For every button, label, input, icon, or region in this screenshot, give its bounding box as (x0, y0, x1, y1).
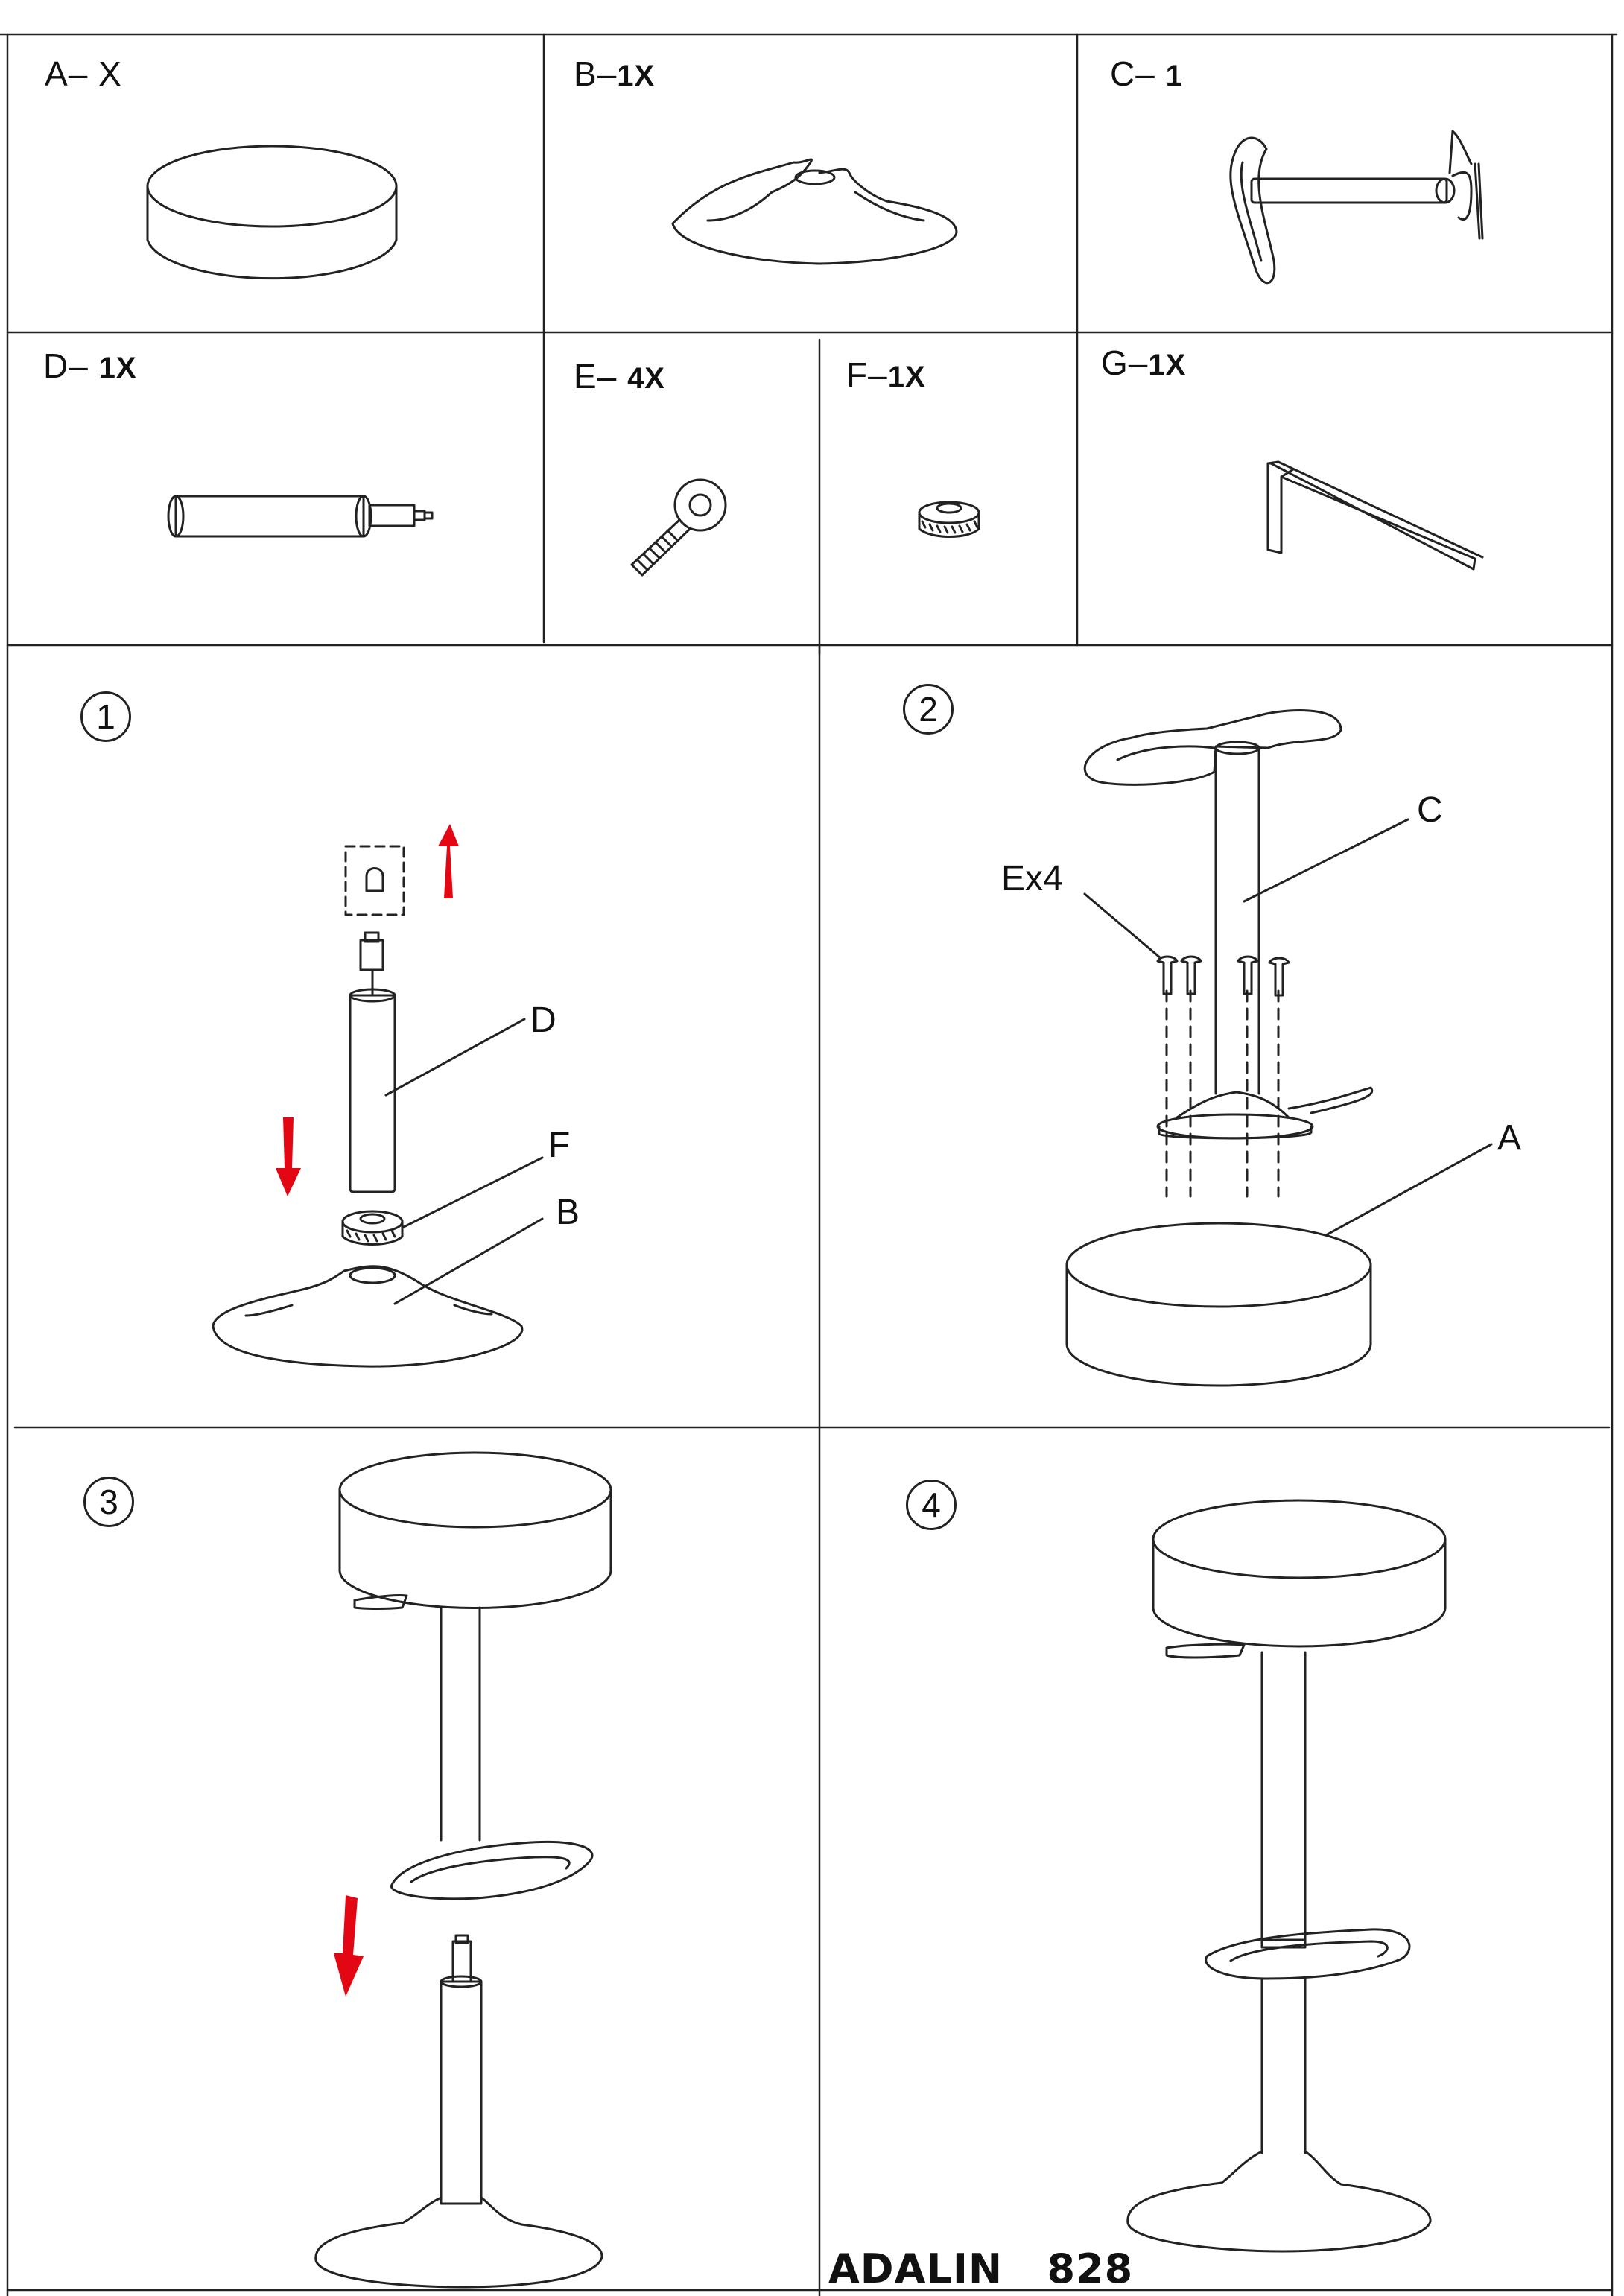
part-a-seat-illustration (146, 145, 398, 280)
step-2-badge: 2 (903, 684, 954, 735)
step1-callout-d: D (530, 1000, 556, 1040)
part-b-label: B–1X (574, 54, 655, 94)
part-f-sep: – (868, 355, 888, 394)
part-a-sep: – (68, 54, 89, 93)
part-f-letter: F (846, 355, 869, 394)
part-e-sep: – (597, 357, 618, 396)
step1-illustration (212, 845, 544, 1368)
step3-arrow (334, 1895, 364, 1997)
part-c-column-illustration (1229, 130, 1484, 285)
part-g-letter: G (1101, 343, 1129, 382)
part-c-letter: C (1110, 54, 1136, 93)
part-e-qty: 4X (627, 362, 665, 395)
part-d-gaslift-illustration (167, 495, 434, 538)
part-b-qty: 1X (617, 60, 656, 92)
part-a-letter: A (45, 54, 69, 93)
part-d-label: D– 1X (43, 346, 137, 386)
step1-callout-f: F (548, 1126, 571, 1165)
part-d-qty: 1X (98, 352, 137, 384)
part-d-letter: D (43, 346, 69, 385)
part-a-qty: X (98, 54, 122, 93)
step2-screws (1156, 955, 1290, 997)
step2-callout-e: Ex4 (1001, 859, 1063, 898)
part-a-label: A– X (45, 54, 122, 94)
step-3-badge: 3 (83, 1477, 134, 1527)
part-f-label: F–1X (846, 355, 926, 395)
part-b-sep: – (597, 54, 618, 93)
part-e-letter: E (574, 357, 597, 396)
step-1-badge: 1 (80, 691, 131, 742)
part-f-nut-illustration (918, 501, 980, 538)
part-g-hexkey-illustration (1266, 460, 1484, 571)
step1-callout-b: B (556, 1193, 580, 1232)
part-b-base-illustration (671, 158, 958, 265)
part-d-sep: – (69, 346, 89, 385)
part-g-label: G–1X (1101, 343, 1186, 383)
part-f-qty: 1X (887, 361, 926, 393)
model-name: ADALIN 828 (828, 2245, 1134, 2292)
part-b-letter: B (574, 54, 597, 93)
part-c-label: C– 1 (1110, 54, 1183, 94)
part-g-qty: 1X (1148, 349, 1187, 381)
part-g-sep: – (1128, 343, 1149, 382)
step1-arrows (276, 824, 459, 1196)
step2-illustration (1065, 708, 1493, 1387)
grid-lines (0, 33, 1618, 2296)
step-4-badge: 4 (906, 1480, 957, 1530)
step2-callout-a: A (1497, 1118, 1522, 1158)
part-c-qty: 1 (1165, 60, 1183, 92)
part-c-sep: – (1135, 54, 1155, 93)
part-e-bolt-illustration (630, 478, 727, 577)
step3-illustration (314, 1451, 612, 2289)
step2-callout-c: C (1417, 790, 1443, 830)
step4-illustration (1126, 1499, 1447, 2253)
part-e-label: E– 4X (574, 356, 665, 396)
